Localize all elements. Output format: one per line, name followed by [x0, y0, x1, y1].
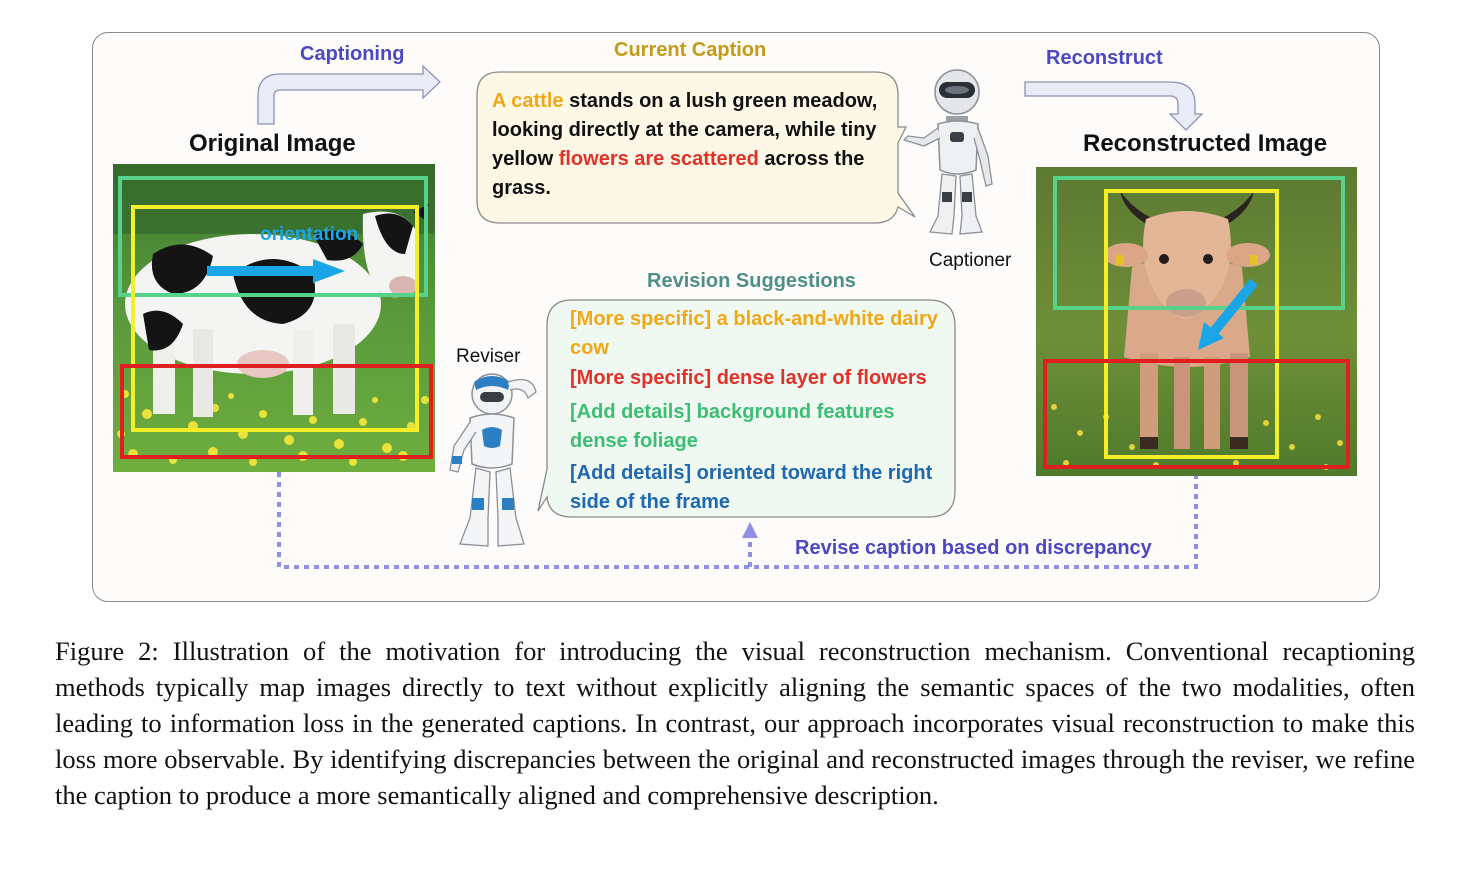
current-caption-label: Current Caption — [614, 39, 767, 61]
cow-box-yellow — [131, 205, 419, 432]
caption-bubble-shape — [476, 71, 916, 224]
orientation-label: orientation — [260, 224, 359, 245]
suggestion-item-specific-flowers: [More specific] dense layer of flowers — [570, 367, 927, 389]
revise-caption-label: Revise caption based on discrepancy — [795, 537, 1152, 559]
captioner-label: Captioner — [929, 250, 1012, 271]
background-box-green — [118, 176, 428, 297]
caption-subject-highlight: A cattle — [492, 90, 564, 112]
captioner-robot-icon — [902, 69, 993, 235]
revision-suggestions-label: Revision Suggestions — [647, 270, 856, 292]
suggestion-item-details-orientation: [Add details] oriented toward the right … — [570, 462, 933, 513]
flowers-box-red — [120, 364, 433, 459]
suggestion-bubble-shape — [537, 299, 956, 518]
feedback-arrowhead — [742, 522, 758, 538]
figure-caption: Figure 2: Illustration of the motivation… — [55, 636, 1415, 810]
captioning-label: Captioning — [300, 43, 405, 65]
recon-cow-box-yellow — [1104, 189, 1279, 459]
original-image-title: Original Image — [189, 130, 356, 157]
suggestions-list: [More specific] a black-and-white dairy … — [570, 305, 952, 517]
captioning-arrow — [257, 64, 441, 125]
recon-orientation-arrow-icon — [1198, 278, 1258, 350]
reconstructed-image-title: Reconstructed Image — [1083, 130, 1328, 157]
original-cow-image — [113, 164, 435, 472]
suggestion-item-details-foliage: [Add details] background features dense … — [570, 401, 895, 452]
recon-flowers-box-red — [1043, 359, 1350, 469]
feedback-loop-line — [277, 472, 1198, 569]
suggestion-item-specific-cow: [More specific] a black-and-white dairy … — [570, 308, 938, 359]
reviser-label: Reviser — [456, 346, 521, 367]
connector-arrows — [257, 64, 1204, 569]
reconstruct-arrow — [1024, 81, 1204, 131]
reconstructed-cow-image — [1036, 167, 1357, 476]
caption-flowers-highlight: flowers are scattered — [558, 148, 759, 170]
recon-background-box-green — [1053, 176, 1345, 310]
orientation-arrow-icon — [207, 259, 345, 283]
reviser-robot-icon — [449, 373, 537, 547]
reconstruct-label: Reconstruct — [1046, 47, 1163, 69]
current-caption-text: A cattle stands on a lush green meadow, … — [492, 90, 878, 199]
